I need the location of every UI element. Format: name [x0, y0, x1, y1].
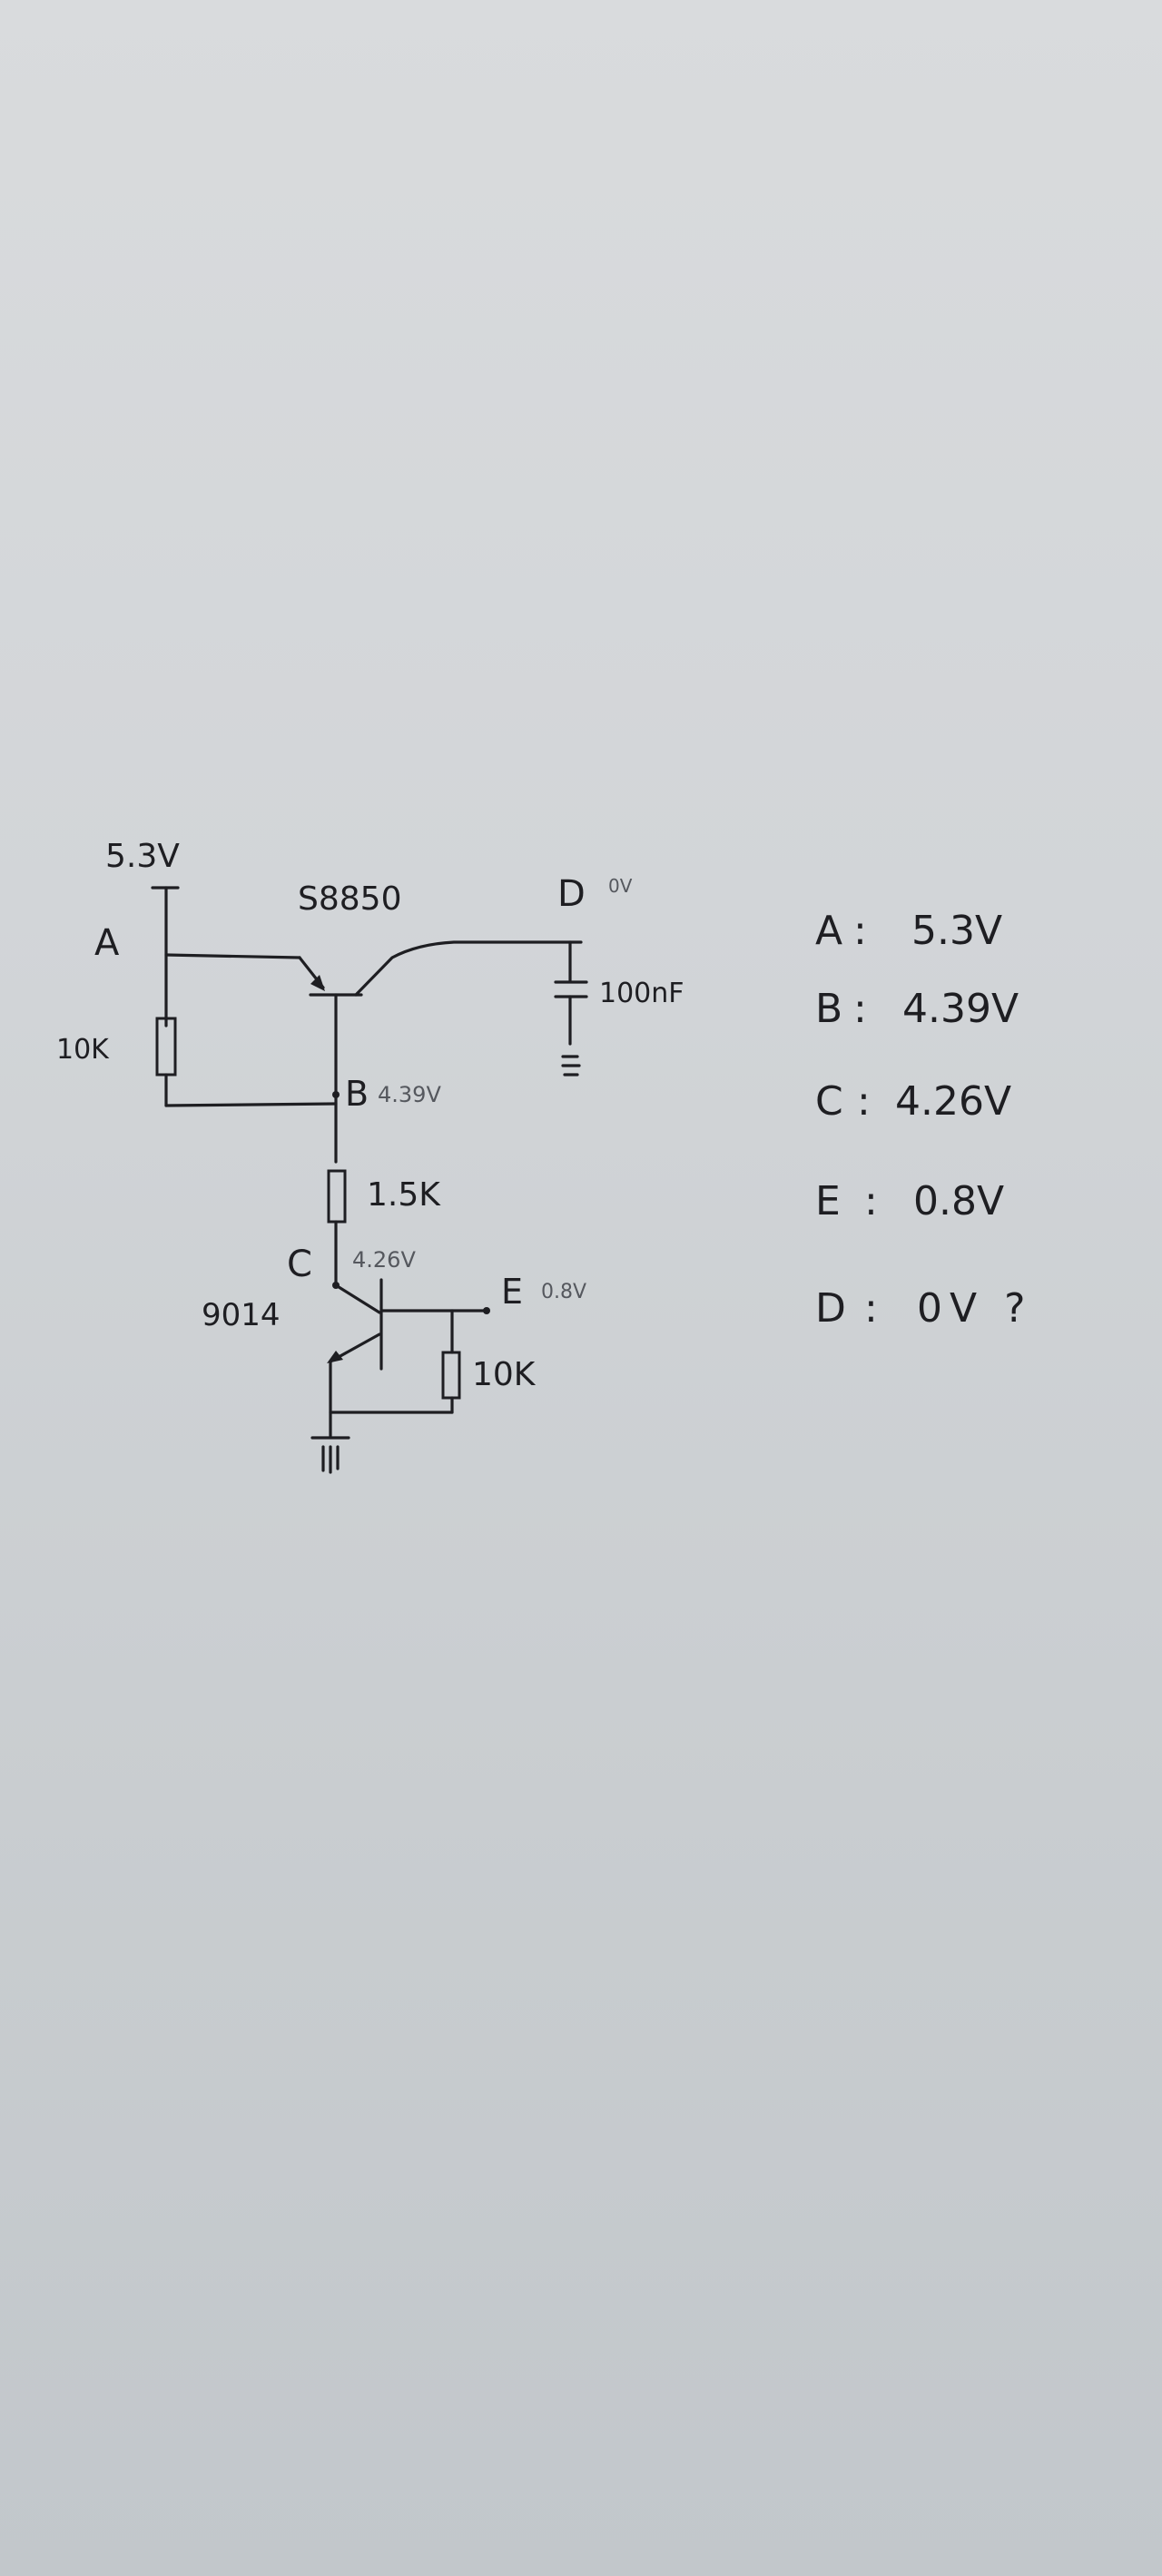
reading-separator: : [864, 1285, 878, 1332]
node-c-reading: 4.26V [352, 1247, 416, 1273]
q1-arrow [310, 975, 325, 991]
reading-row-a: A : 5.3V [815, 908, 1002, 954]
reading-label: E [815, 1178, 841, 1224]
capacitor-label: 100nF [599, 978, 684, 1009]
resistor-10k-emitter [441, 1351, 461, 1400]
node-e-label: E [501, 1272, 523, 1312]
reading-label: C [815, 1078, 843, 1125]
q1-collector-lead [354, 940, 583, 997]
node-b-dot [332, 1091, 340, 1098]
node-e-dot [483, 1307, 490, 1314]
node-d-label: D [557, 873, 586, 915]
node-b-label: B [345, 1074, 369, 1114]
node-e-reading: 0.8V [541, 1281, 586, 1303]
reading-value: 4.26V [895, 1078, 1011, 1125]
circuit-diagram: 5.3V A S8850 D 0V 100nF 10K B 4.39V 1.5K… [56, 838, 684, 1474]
r-emitter-label: 10K [472, 1356, 537, 1393]
ground-symbol [310, 1436, 350, 1474]
node-b-reading: 4.39V [378, 1082, 441, 1107]
q2-collector-lead [334, 1283, 381, 1314]
reading-value: 5.3V [911, 908, 1002, 954]
resistor-1-5k [327, 1169, 347, 1224]
reading-row-c: C : 4.26V [815, 1078, 1011, 1125]
q1-part-label: S8850 [298, 880, 401, 918]
reading-value: 0.8V [913, 1178, 1004, 1224]
r-mid-label: 1.5K [367, 1176, 441, 1214]
node-d-reading: 0V [608, 875, 633, 897]
reading-row-e: E : 0.8V [815, 1178, 1004, 1224]
supply-voltage-label: 5.3V [105, 838, 180, 875]
wire-r1-to-b [164, 1102, 338, 1107]
reading-separator: : [857, 1078, 871, 1125]
reading-label: A [815, 908, 842, 954]
capacitor-ground-symbol [561, 1055, 581, 1077]
reading-separator: : [853, 986, 867, 1032]
reading-label: B [815, 986, 842, 1032]
reading-row-b: B : 4.39V [815, 986, 1019, 1032]
readings-list: A : 5.3V B : 4.39V C : 4.26V E : 0.8V D … [815, 908, 1032, 1332]
node-a-label: A [94, 922, 120, 964]
reading-separator: : [853, 908, 867, 954]
reading-value: 0V ? [917, 1285, 1032, 1332]
reading-label: D [815, 1285, 846, 1332]
wire-a-to-q1 [164, 953, 301, 959]
reading-row-d: D : 0V ? [815, 1285, 1032, 1332]
node-c-label: C [287, 1244, 312, 1285]
reading-separator: : [864, 1178, 878, 1224]
r-base-label: 10K [56, 1034, 110, 1066]
reading-value: 4.39V [902, 986, 1019, 1032]
q2-part-label: 9014 [202, 1297, 281, 1333]
